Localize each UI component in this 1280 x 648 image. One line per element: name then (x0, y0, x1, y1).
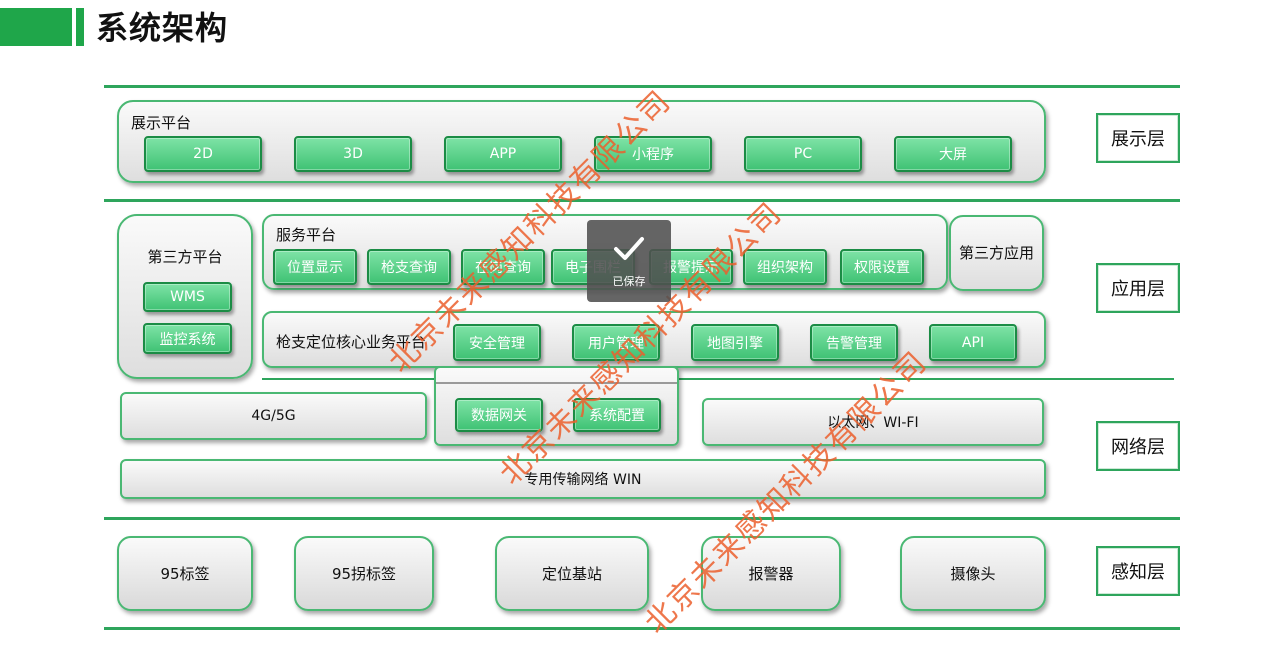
separator-line (262, 378, 1174, 380)
sensor-base-station[interactable]: 定位基站 (495, 536, 649, 611)
network-mobile[interactable]: 4G/5G (120, 392, 427, 440)
third-party-app-box[interactable]: 第三方应用 (949, 215, 1044, 291)
title-accent-bar (0, 8, 72, 46)
display-platform-label: 展示平台 (131, 114, 192, 132)
core-item-api[interactable]: API (929, 324, 1017, 361)
gateway-data[interactable]: 数据网关 (455, 398, 543, 432)
layer-label-display: 展示层 (1096, 113, 1180, 163)
sensor-95-tag[interactable]: 95标签 (117, 536, 253, 611)
core-item-alert-mgmt[interactable]: 告警管理 (810, 324, 898, 361)
service-item-onduty-query[interactable]: 在岗查询 (461, 249, 545, 285)
network-ethernet[interactable]: 以太网、WI-FI (702, 398, 1044, 446)
separator-line (104, 627, 1180, 630)
display-platform-panel: 展示平台 (117, 100, 1046, 183)
core-item-security[interactable]: 安全管理 (453, 324, 541, 361)
display-item-app[interactable]: APP (444, 136, 562, 172)
gateway-divider (436, 382, 677, 384)
sensor-camera[interactable]: 摄像头 (900, 536, 1046, 611)
saved-toast-label: 已保存 (612, 275, 646, 288)
service-item-gun-query[interactable]: 枪支查询 (367, 249, 451, 285)
display-item-3d[interactable]: 3D (294, 136, 412, 172)
service-item-org[interactable]: 组织架构 (743, 249, 827, 285)
service-item-location[interactable]: 位置显示 (273, 249, 357, 285)
layer-label-application: 应用层 (1096, 263, 1180, 313)
third-party-platform-label: 第三方平台 (147, 248, 223, 266)
layer-label-network: 网络层 (1096, 421, 1180, 471)
separator-line (104, 199, 1180, 202)
separator-line (104, 85, 1180, 88)
layer-label-perception: 感知层 (1096, 546, 1180, 596)
display-item-pc[interactable]: PC (744, 136, 862, 172)
third-party-wms[interactable]: WMS (143, 282, 232, 312)
core-platform-label: 枪支定位核心业务平台 (276, 333, 427, 351)
gateway-config[interactable]: 系统配置 (573, 398, 661, 432)
page-title: 系统架构 (96, 9, 229, 47)
saved-toast: 已保存 (587, 220, 671, 302)
network-private[interactable]: 专用传输网络 WIN (120, 459, 1046, 499)
display-item-2d[interactable]: 2D (144, 136, 262, 172)
core-item-map-engine[interactable]: 地图引擎 (691, 324, 779, 361)
separator-line (104, 517, 1180, 520)
title-accent-bar-thin (76, 8, 84, 46)
display-item-miniprogram[interactable]: 小程序 (594, 136, 712, 172)
core-item-user-mgmt[interactable]: 用户管理 (572, 324, 660, 361)
sensor-alarm[interactable]: 报警器 (701, 536, 841, 611)
service-item-permissions[interactable]: 权限设置 (840, 249, 924, 285)
third-party-monitoring[interactable]: 监控系统 (143, 323, 232, 354)
service-platform-label: 服务平台 (276, 226, 337, 244)
display-item-bigscreen[interactable]: 大屏 (894, 136, 1012, 172)
checkmark-icon (614, 237, 644, 260)
sensor-95-crutch-tag[interactable]: 95拐标签 (294, 536, 434, 611)
